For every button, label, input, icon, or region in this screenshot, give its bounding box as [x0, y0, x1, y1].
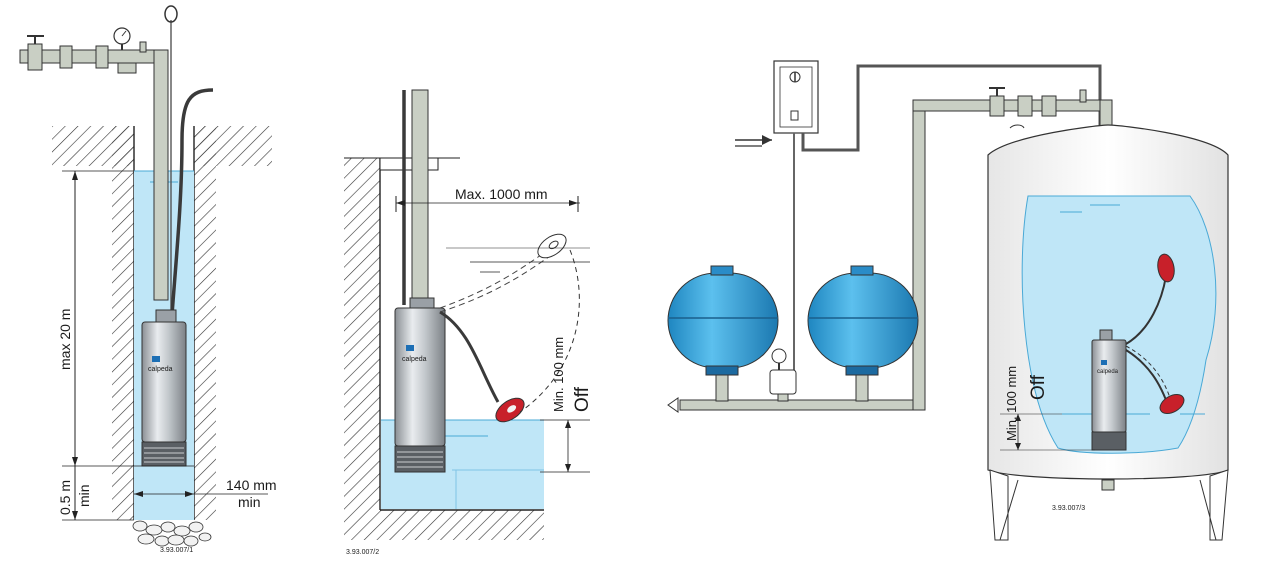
expansion-tank-right [807, 265, 919, 402]
figure-code: 3.93.007/3 [1052, 505, 1085, 512]
pump-brand: calpeda [402, 356, 427, 363]
pump-body [394, 307, 446, 447]
expansion-tank-left [667, 265, 779, 402]
lifting-eye-icon [164, 5, 178, 23]
power-arrow-icon [762, 135, 772, 145]
figure-pressure-system: calpeda Min. 100 mm Off 3.93.007/3 [667, 60, 1229, 541]
figure-code: 3.93.007/2 [346, 549, 379, 556]
outlet-arrow-icon [667, 397, 679, 413]
min-label: Min. 100 mm [551, 337, 566, 412]
float-reach-label: Max. 1000 mm [455, 186, 548, 202]
float-switch-icon [495, 397, 525, 423]
pressure-switch [769, 369, 797, 395]
bottom-clearance-unit: min [76, 484, 92, 507]
depth-label: max 20 m [57, 309, 73, 370]
pressure-gauge-icon [771, 348, 787, 364]
pump-brand: calpeda [148, 366, 173, 373]
gravel [132, 520, 212, 547]
width-unit: min [238, 494, 261, 510]
pump-body [141, 321, 187, 443]
min-label: Min. 100 mm [1004, 366, 1019, 441]
figure-borehole: calpeda max 20 m 0.5 m min 140 mm min 3.… [19, 5, 277, 554]
pump-body [1091, 339, 1127, 433]
figure-code: 3.93.007/1 [160, 547, 193, 554]
float-upper-icon [1157, 253, 1175, 283]
bottom-clearance-value: 0.5 m [57, 480, 73, 515]
float-lower-icon [1159, 394, 1185, 414]
off-label: Off [1028, 374, 1049, 400]
figure-sump: calpeda Max. 1000 mm Min. 100 mm Of [344, 89, 593, 556]
pump-brand: calpeda [1097, 369, 1119, 375]
width-value: 140 mm [226, 477, 277, 493]
float-raised-icon [537, 233, 567, 259]
indicator-icon [790, 110, 799, 121]
off-label: Off [572, 386, 593, 412]
